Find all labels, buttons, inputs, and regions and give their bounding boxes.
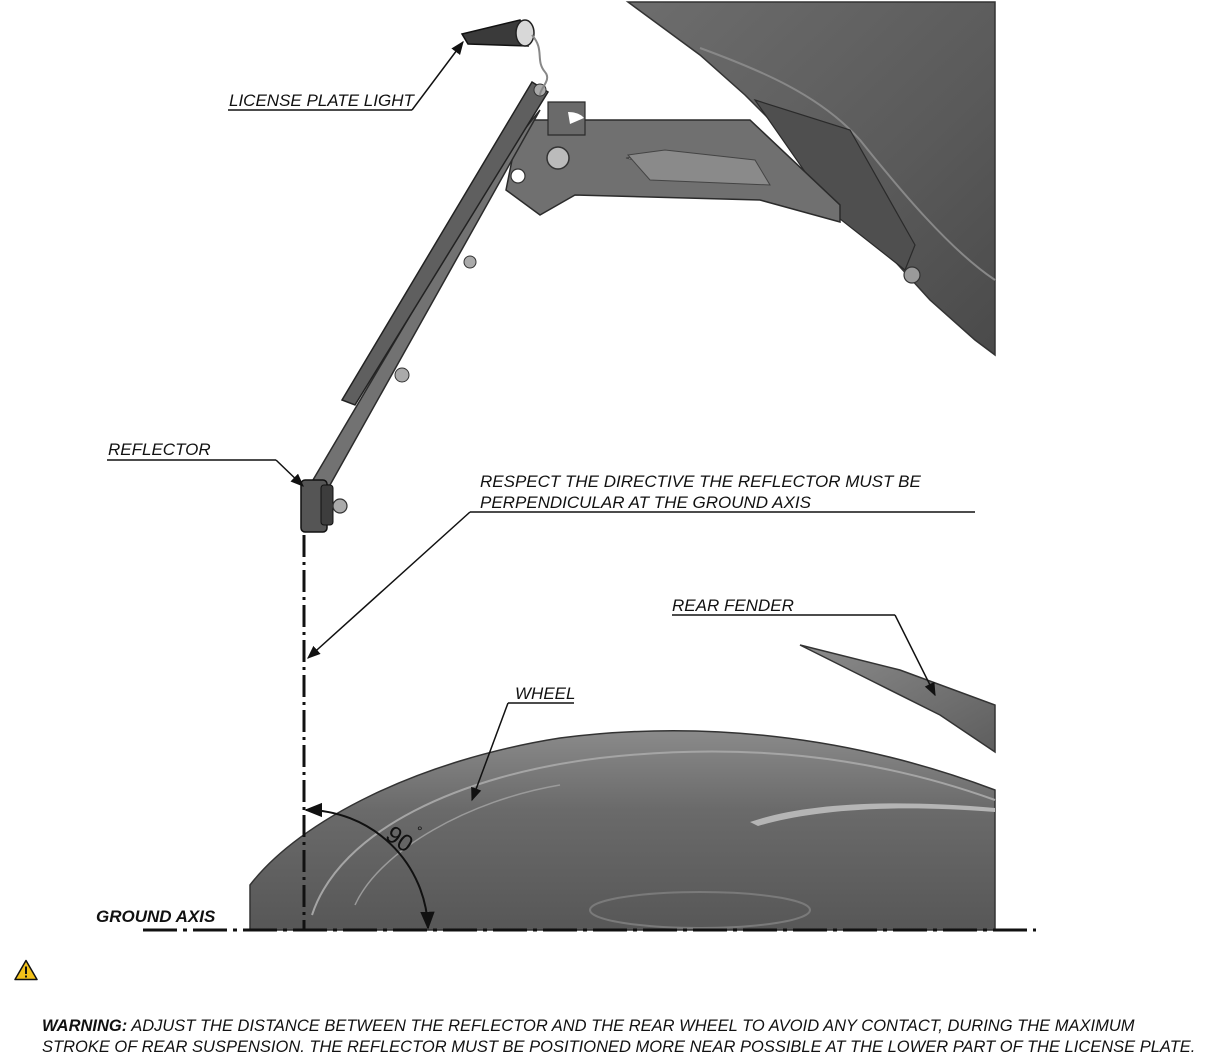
label-rear-fender: REAR FENDER	[672, 596, 794, 615]
label-wheel: WHEEL	[515, 684, 575, 703]
label-directive-line1: RESPECT THE DIRECTIVE THE REFLECTOR MUST…	[480, 472, 921, 491]
warning-icon	[14, 959, 38, 981]
callout-rear-fender: REAR FENDER	[672, 596, 936, 697]
callout-license-plate-light: LICENSE PLATE LIGHT	[228, 40, 464, 111]
rear-wheel	[249, 730, 996, 931]
label-reflector: REFLECTOR	[108, 440, 211, 459]
warning-body: ADJUST THE DISTANCE BETWEEN THE REFLECTO…	[42, 1017, 1196, 1056]
license-plate-light	[460, 19, 549, 96]
callout-wheel: WHEEL	[471, 684, 575, 802]
right-angle-arc	[304, 802, 435, 930]
license-plate-bracket	[308, 80, 841, 486]
label-directive-line2: PERPENDICULAR AT THE GROUND AXIS	[480, 493, 812, 512]
warning-message: WARNING: ADJUST THE DISTANCE BETWEEN THE…	[42, 1016, 1202, 1058]
callout-directive: RESPECT THE DIRECTIVE THE REFLECTOR MUST…	[306, 472, 975, 659]
rear-fender	[799, 644, 996, 754]
reflector	[300, 479, 348, 533]
angle-unit: °	[417, 823, 423, 839]
label-license-plate-light: LICENSE PLATE LIGHT	[229, 91, 415, 110]
callout-reflector: REFLECTOR	[107, 440, 304, 487]
warning-prefix: WARNING:	[42, 1017, 128, 1035]
label-ground-axis: GROUND AXIS	[96, 907, 216, 926]
